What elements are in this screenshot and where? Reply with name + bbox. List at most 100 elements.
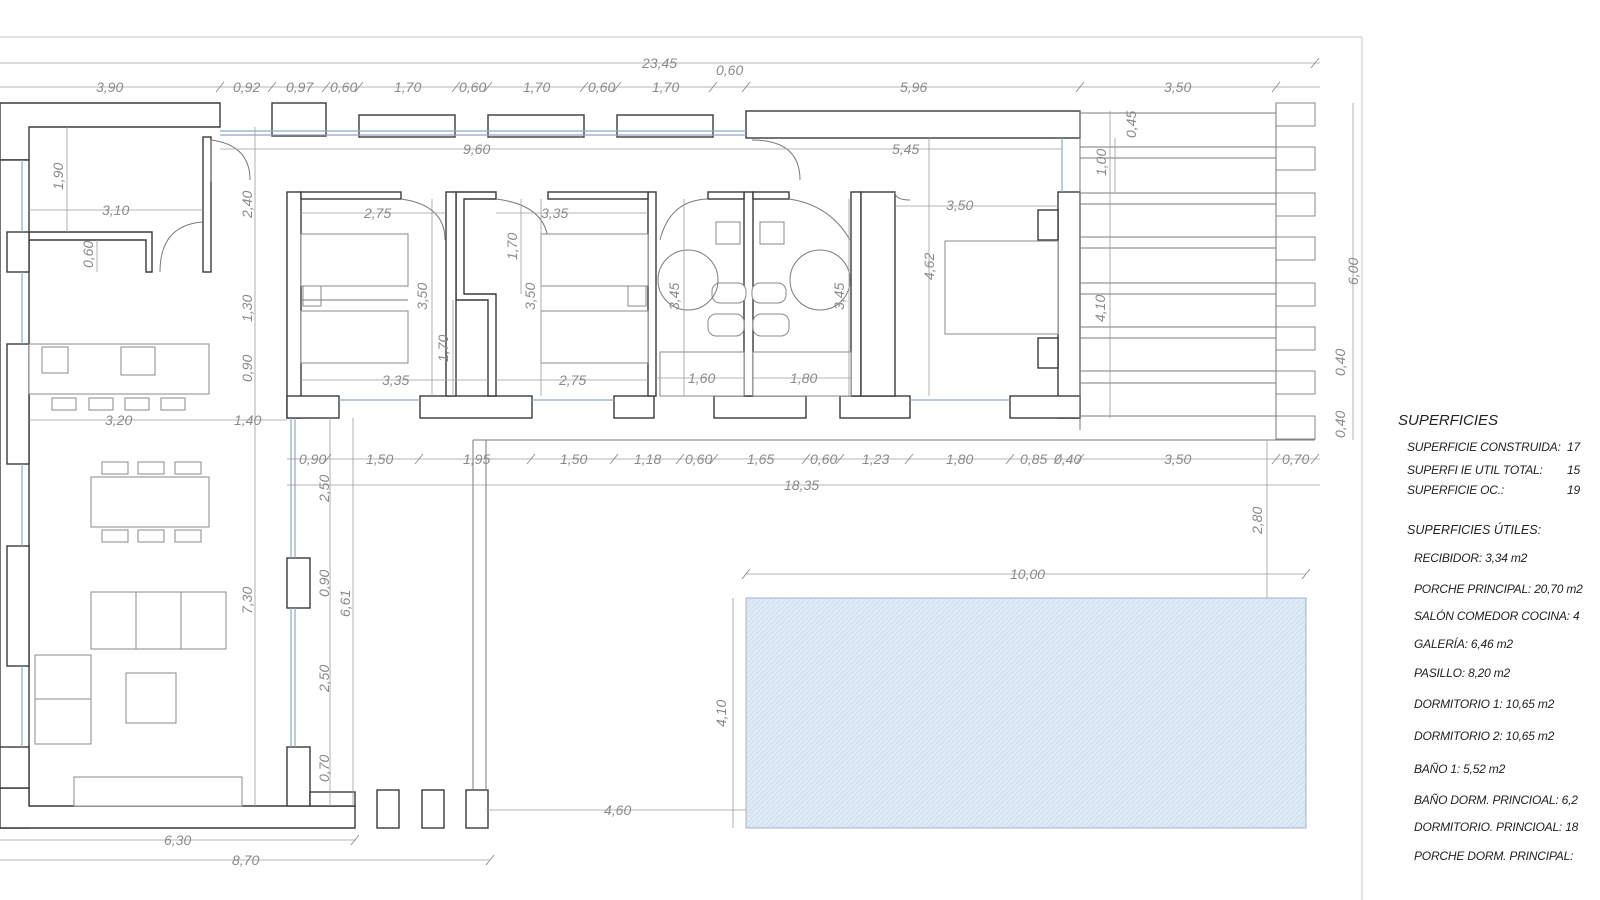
dim-b1-w: 1,60 <box>688 370 715 386</box>
dim-m-v: 4,10 <box>1092 295 1108 322</box>
legend-utiles-title: SUPERFICIES ÚTILES: <box>1407 523 1542 537</box>
dim-b-090: 0,90 <box>299 451 326 467</box>
glazing <box>21 130 1063 747</box>
dim-t3: 0,97 <box>286 79 314 95</box>
dim-v250b: 2,50 <box>316 665 332 693</box>
dim-pool-gap: 4,60 <box>604 802 631 818</box>
dim-r2-w: 3,35 <box>541 205 568 221</box>
pier-s1 <box>419 395 533 419</box>
pier-2 <box>358 114 456 138</box>
wall-north-right <box>745 110 1081 139</box>
dim-bot-870: 8,70 <box>232 852 259 868</box>
wall-col-1 <box>6 231 30 273</box>
legend-item: DORMITORIO 2: 10,65 m2 <box>1414 729 1555 743</box>
wall-bath-east <box>850 191 862 397</box>
dim-m-v2: 1,00 <box>1093 149 1109 176</box>
legend-util: SUPERFI IE UTIL TOTAL: 15 <box>1407 463 1580 477</box>
dim-v730: 7,30 <box>239 587 255 614</box>
dim-right-b: 0,40 <box>1332 411 1348 438</box>
dim-m-v3: 0,45 <box>1123 111 1139 138</box>
pool <box>745 597 1307 829</box>
wall-master-west <box>860 191 896 397</box>
dim-v170: 1,70 <box>504 233 520 260</box>
legend-oc-value: 19 <box>1567 483 1580 497</box>
dim-t11: 3,50 <box>1164 79 1191 95</box>
dim-pool-w: 10,00 <box>1010 566 1045 582</box>
dim-b-150: 1,50 <box>366 451 393 467</box>
legend-title: SUPERFICIES <box>1398 412 1499 429</box>
legend-construida: SUPERFICIE CONSTRUIDA: 17 <box>1407 440 1580 454</box>
wall-m-stub2 <box>1037 337 1059 369</box>
dim-v090b: 0,90 <box>239 355 255 382</box>
dim-b-085: 0,85 <box>1020 451 1047 467</box>
pier-3 <box>487 114 585 138</box>
legend-oc: SUPERFICIE OC.: 19 <box>1407 483 1580 497</box>
dim-r1-h: 3,50 <box>414 283 430 310</box>
dim-t2: 0,92 <box>233 79 260 95</box>
porch-col-2 <box>421 789 445 829</box>
dim-b2-h: 3,45 <box>831 283 847 310</box>
dim-t5: 1,70 <box>394 79 421 95</box>
wall-room2-east <box>647 191 657 397</box>
dim-b-060b: 0,60 <box>810 451 837 467</box>
legend-item: PORCHE DORM. PRINCIPAL: <box>1414 849 1574 863</box>
wall-room2-west <box>445 191 457 397</box>
dim-b-350: 3,50 <box>1164 451 1191 467</box>
dim-b-060: 0,60 <box>685 451 712 467</box>
legend-item: PORCHE PRINCIPAL: 20,70 m2 <box>1414 582 1583 596</box>
porch-col-1 <box>376 789 400 829</box>
wall-east-bottom <box>286 746 311 807</box>
dim-r2-bw: 2,75 <box>558 372 586 388</box>
dim-top-total: 23,45 <box>641 55 677 71</box>
porch-col-3 <box>465 789 489 829</box>
dim-b-150b: 1,50 <box>560 451 587 467</box>
legend-oc-label: SUPERFICIE OC.: <box>1407 483 1505 497</box>
doors <box>159 139 911 273</box>
dim-b-118: 1,18 <box>634 451 661 467</box>
dim-b-195: 1,95 <box>463 451 490 467</box>
wall-top-r2 <box>547 191 649 200</box>
wall-m-stub1 <box>1037 209 1059 241</box>
dim-b-123: 1,23 <box>862 451 889 467</box>
dim-b-total: 18,35 <box>784 477 819 493</box>
dim-h320: 3,20 <box>105 412 132 428</box>
dimension-ticks <box>215 57 1320 866</box>
legend-item: SALÓN COMEDOR COCINA: 4 <box>1414 609 1580 623</box>
dim-b-180: 1,80 <box>946 451 973 467</box>
wall-col-4 <box>0 746 30 789</box>
dim-r1-bw: 3,35 <box>382 372 409 388</box>
dim-bot-630: 6,30 <box>164 832 191 848</box>
pergola <box>472 102 1316 790</box>
dim-top-gap: 0,60 <box>716 62 743 78</box>
wall-col-3 <box>6 545 30 667</box>
dim-v090c: 0,90 <box>316 570 332 597</box>
wall-recibidor-east <box>202 136 212 273</box>
wall-bedroom-south <box>286 395 340 419</box>
dim-r1-w: 2,75 <box>363 205 391 221</box>
dim-corridor-len: 9,60 <box>463 141 490 157</box>
dim-pool-h: 4,10 <box>713 700 729 727</box>
pier-s5 <box>1009 395 1081 419</box>
pier-4 <box>616 114 714 138</box>
dim-r2-h: 3,50 <box>522 283 538 310</box>
wall-col-2 <box>6 343 30 465</box>
dim-h170v: 1,70 <box>435 335 451 362</box>
legend-item: GALERÍA: 6,46 m2 <box>1414 637 1513 651</box>
legend-item: RECIBIDOR: 3,34 m2 <box>1414 551 1528 565</box>
wall-top-b1 <box>707 191 745 200</box>
dim-t7: 1,70 <box>523 79 550 95</box>
dim-h310: 3,10 <box>102 202 129 218</box>
dim-m-w: 3,50 <box>946 197 973 213</box>
dim-v240: 2,40 <box>239 191 255 219</box>
dim-v280: 2,80 <box>1249 507 1265 535</box>
dim-t9: 1,70 <box>652 79 679 95</box>
legend-construida-value: 17 <box>1567 440 1580 454</box>
legend-item: BAÑO 1: 5,52 m2 <box>1414 762 1506 776</box>
dim-t8: 0,60 <box>588 79 615 95</box>
walls <box>0 102 1081 829</box>
legend-item: BAÑO DORM. PRINCIOAL: 6,2 <box>1414 793 1578 807</box>
dim-v661: 6,61 <box>337 590 353 617</box>
legend-item: PASILLO: 8,20 m2 <box>1414 666 1510 680</box>
legend-item: DORMITORIO 1: 10,65 m2 <box>1414 697 1555 711</box>
